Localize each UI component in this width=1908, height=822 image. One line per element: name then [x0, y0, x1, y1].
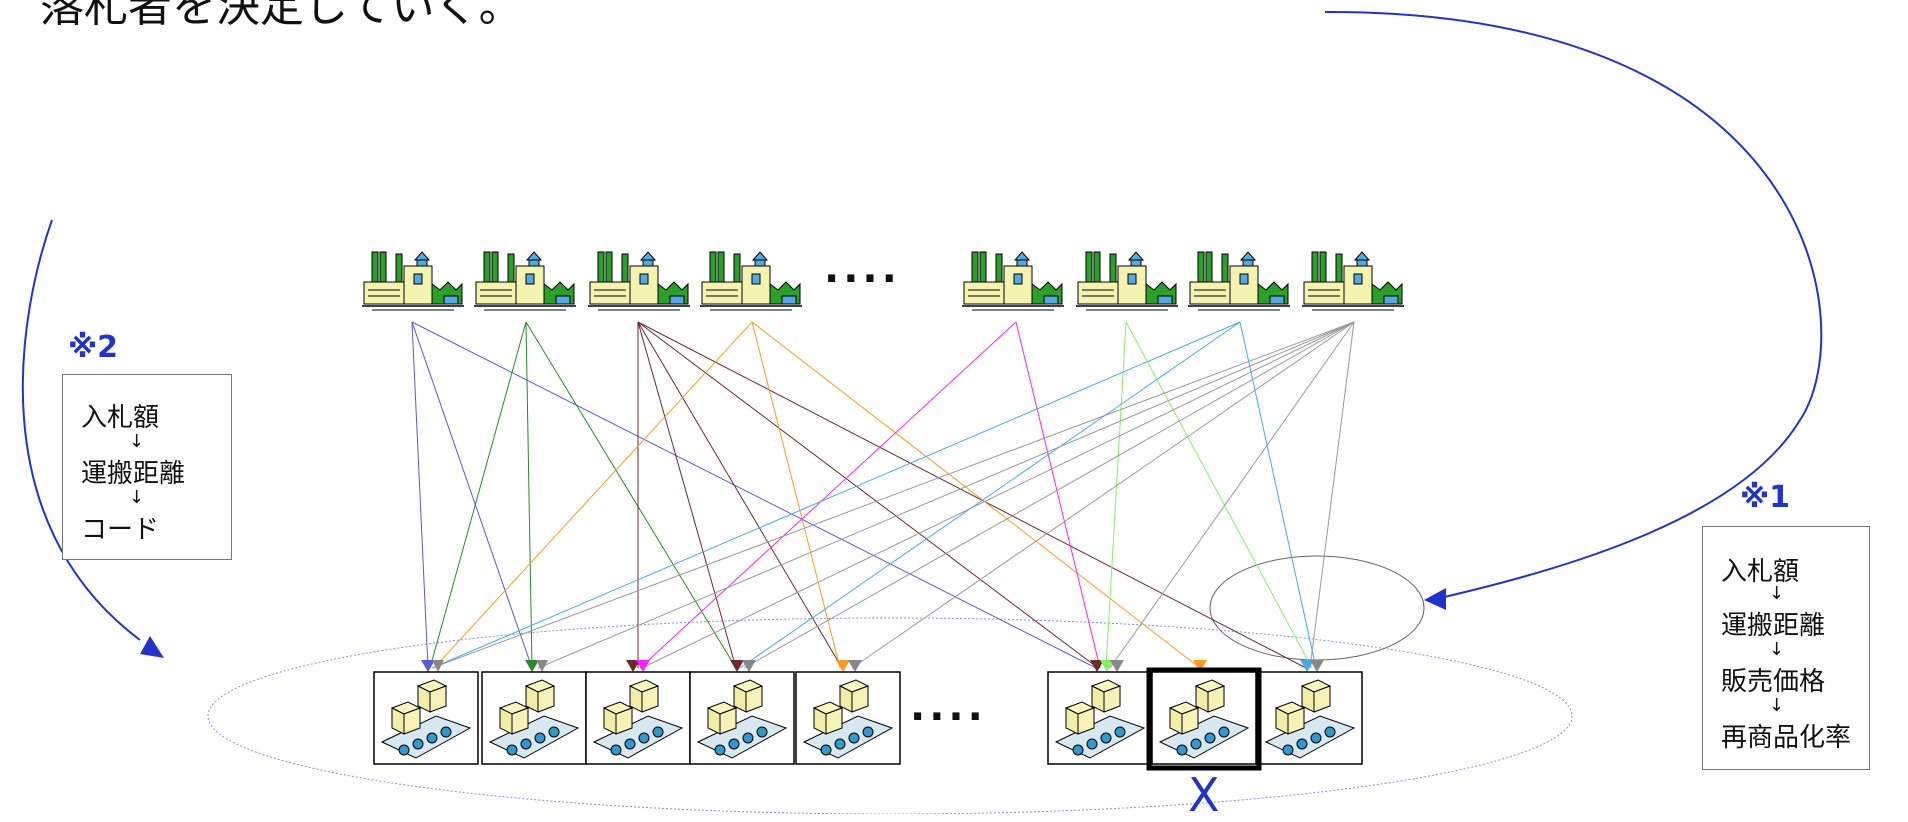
factory-icon	[1187, 251, 1291, 311]
conveyor-icon	[481, 671, 587, 765]
bidder-group-ellipse	[207, 617, 1573, 814]
note1-arrow-2: ↓	[1769, 639, 1785, 660]
connection-lines	[411, 321, 1355, 669]
conveyor-icon	[795, 671, 901, 765]
selected-bidder-frame	[1146, 667, 1262, 771]
note1-curved-arrow	[1324, 10, 1823, 599]
caption-text: 落札者を決定していく。	[40, 0, 523, 32]
note2-item-2: 運搬距離	[81, 459, 186, 489]
factory-icon	[587, 251, 691, 311]
conveyors-ellipsis: ····	[910, 694, 987, 740]
note2-arrowhead	[140, 636, 164, 658]
note2-item-1: 入札額	[81, 403, 160, 433]
conveyor-icon	[689, 671, 795, 765]
note1-item-1: 入札額	[1721, 557, 1800, 587]
conveyor-icon	[1151, 671, 1257, 765]
conveyor-icon	[585, 671, 691, 765]
note1-item-2: 運搬距離	[1721, 611, 1826, 641]
conveyor-icon	[1257, 671, 1363, 765]
note1-arrow-3: ↓	[1769, 695, 1785, 716]
note1-arrowhead	[1424, 588, 1446, 610]
note1-item-4: 再商品化率	[1721, 723, 1852, 753]
note2-criteria-box: 入札額 ↓ 運搬距離 ↓ コード	[62, 374, 232, 560]
note2-mark: ※2	[68, 330, 119, 365]
note2-item-3: コード	[81, 515, 160, 545]
factory-icon	[1301, 251, 1405, 311]
arrowheads	[421, 660, 1324, 672]
note1-item-3: 販売価格	[1721, 667, 1826, 697]
factory-icon	[699, 251, 803, 311]
conveyor-icon	[1047, 671, 1153, 765]
factories-ellipsis: ····	[824, 256, 901, 302]
conveyor-icon	[373, 671, 479, 765]
note1-arrow-1: ↓	[1769, 583, 1785, 604]
factory-icon	[1075, 251, 1179, 311]
factory-icon	[961, 251, 1065, 311]
factory-icon	[473, 251, 577, 311]
selected-label: X	[1188, 768, 1220, 822]
conveyors	[373, 667, 1363, 771]
curved-arrows	[21, 10, 1823, 658]
note2-arrow-2: ↓	[129, 487, 145, 508]
highlight-ellipse	[1209, 555, 1425, 661]
note2-curved-arrow	[21, 219, 141, 641]
note1-criteria-box: 入札額 ↓ 運搬距離 ↓ 販売価格 ↓ 再商品化率	[1702, 526, 1870, 770]
note1-mark: ※1	[1740, 480, 1791, 515]
note2-arrow-1: ↓	[129, 431, 145, 452]
factory-icon	[361, 251, 465, 311]
